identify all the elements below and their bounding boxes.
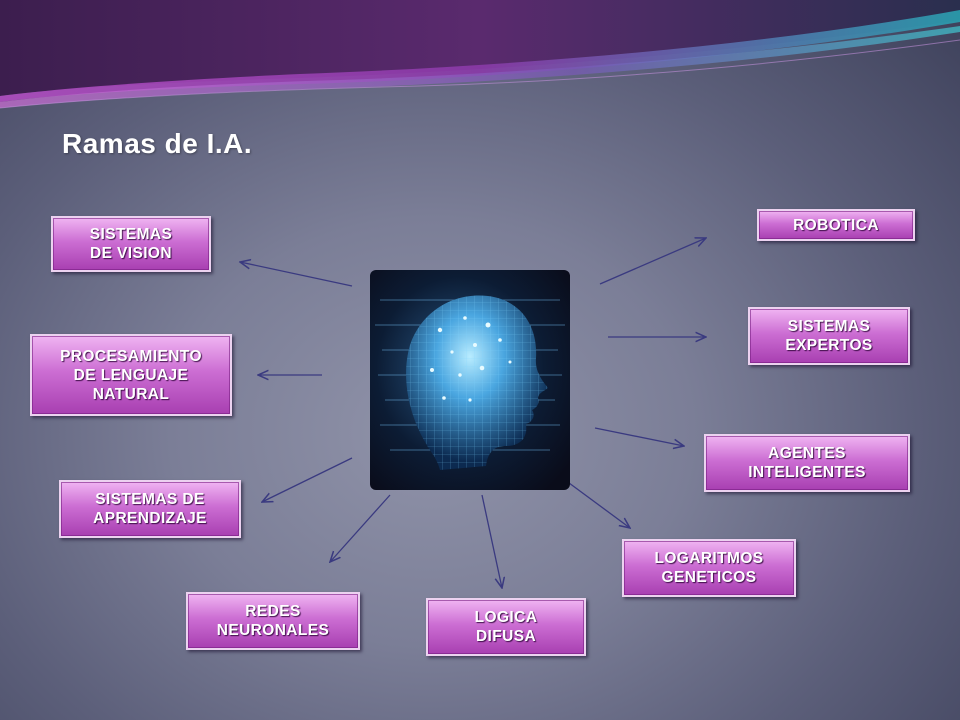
node-robotica: ROBOTICA [757, 209, 915, 241]
arrow-to-vision [240, 262, 353, 287]
digital-head-icon [370, 270, 570, 490]
arrow-to-genetic [564, 479, 630, 528]
arrow-to-neural [330, 494, 391, 562]
node-agentes-inteligentes: AGENTES INTELIGENTES [704, 434, 910, 492]
node-logica-difusa: LOGICA DIFUSA [426, 598, 586, 656]
node-sistemas-de-aprendizaje: SISTEMAS DE APRENDIZAJE [59, 480, 241, 538]
page-title: Ramas de I.A. [62, 128, 253, 159]
node-procesamiento-lenguaje-natural: PROCESAMIENTO DE LENGUAJE NATURAL [30, 334, 232, 416]
node-logaritmos-geneticos: LOGARITMOS GENETICOS [622, 539, 796, 597]
arrow-to-fuzzy [481, 494, 502, 588]
arrow-to-learning [262, 457, 353, 502]
arrow-to-robotics [599, 238, 706, 285]
top-decorative-banner [0, 0, 960, 109]
node-redes-neuronales: REDES NEURONALES [186, 592, 360, 650]
node-sistemas-de-vision: SISTEMAS DE VISION [51, 216, 211, 272]
node-sistemas-expertos: SISTEMAS EXPERTOS [748, 307, 910, 365]
arrow-to-agents [594, 427, 684, 446]
